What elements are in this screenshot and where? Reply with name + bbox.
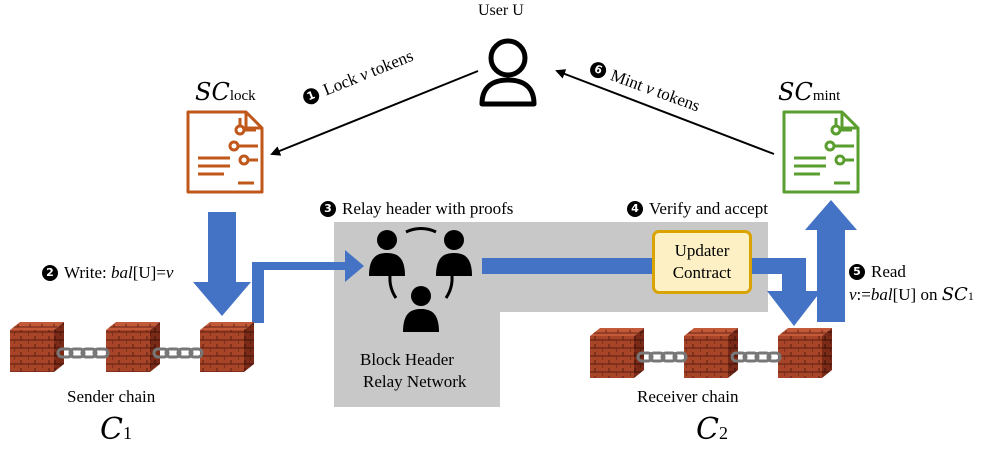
sender-chain-symbol-letter: C: [100, 412, 123, 447]
relay-network-label-line1: Block Header: [360, 350, 454, 369]
brick-block: [684, 328, 738, 378]
step-3-number: 3: [320, 201, 336, 217]
step-2-var2: v: [165, 263, 174, 282]
brick-block: [590, 328, 644, 378]
receiver-chain-icon: [590, 328, 832, 378]
step-6-number: 6: [587, 59, 609, 81]
step-5-number: 5: [849, 264, 865, 280]
step-3-text: Relay header with proofs: [342, 199, 514, 218]
arrow-lock-to-sender: [193, 212, 251, 316]
chain-links: [56, 347, 204, 359]
user-icon: [479, 38, 537, 107]
step-2-text-b: [U]=: [132, 263, 166, 282]
receiver-chain-symbol: C2: [696, 412, 728, 447]
step-2-var: bal: [111, 263, 133, 282]
arrow-receiver-to-mint: [805, 200, 857, 322]
sender-chain-symbol: C1: [100, 412, 132, 447]
relay-network-label-line2: Relay Network: [363, 372, 467, 391]
updater-contract-box: Updater Contract: [652, 230, 752, 294]
updater-contract-line1: Updater: [674, 240, 730, 260]
arrow-relay-to-receiver: [482, 258, 821, 326]
step-5-label: 5 Read: [849, 262, 906, 282]
sender-chain-icon: [10, 322, 254, 372]
step-2-text-a: Write:: [64, 263, 111, 282]
brick-block: [106, 322, 160, 372]
step-2-number: 2: [42, 265, 58, 281]
contract-lock-label: SClock: [195, 78, 256, 106]
step-2-label: 2 Write: bal[U]=v: [42, 263, 173, 283]
sender-chain-symbol-sub: 1: [122, 423, 132, 443]
step-5-var2: bal: [870, 285, 893, 304]
step-5-contract-symbol: SC: [941, 284, 968, 305]
contract-mint-symbol: SC: [778, 78, 813, 106]
sender-chain-label: Sender chain: [67, 387, 156, 406]
contract-lock-icon: [186, 110, 264, 194]
contract-mint-label: SCmint: [778, 78, 840, 106]
user-label: User U: [478, 2, 524, 19]
step-5-text-b: [U] on: [892, 285, 942, 304]
step-5-assign: :=: [856, 285, 871, 304]
contract-mint-icon: [782, 110, 860, 194]
contract-mint-subscript: mint: [812, 88, 841, 104]
receiver-chain-symbol-letter: C: [696, 412, 719, 447]
step-3-label: 3 Relay header with proofs: [320, 199, 513, 219]
receiver-chain-symbol-sub: 2: [718, 423, 728, 443]
receiver-chain-label: Receiver chain: [637, 387, 739, 406]
step-4-text: Verify and accept: [649, 199, 768, 218]
contract-lock-symbol: SC: [195, 78, 230, 106]
brick-block: [778, 328, 832, 378]
chain-links: [636, 351, 782, 363]
step-4-number: 4: [627, 201, 643, 217]
step-5-detail: v:=bal[U] on SC1: [849, 284, 974, 305]
step-5-var: v: [849, 285, 857, 304]
flow-arrows: [193, 200, 857, 326]
brick-block: [10, 322, 64, 372]
step-5-text: Read: [871, 262, 906, 281]
updater-contract-line2: Contract: [672, 263, 732, 282]
contract-lock-subscript: lock: [229, 88, 256, 104]
step-5-contract-subscript: 1: [967, 289, 974, 303]
step-4-label: 4 Verify and accept: [627, 199, 768, 219]
arrow-user-to-lock: [270, 70, 479, 156]
brick-block: [200, 322, 254, 372]
arrow-sender-to-relay: [252, 250, 364, 323]
relay-network-icon: [369, 227, 472, 332]
arrow-mint-to-user: [555, 69, 775, 155]
